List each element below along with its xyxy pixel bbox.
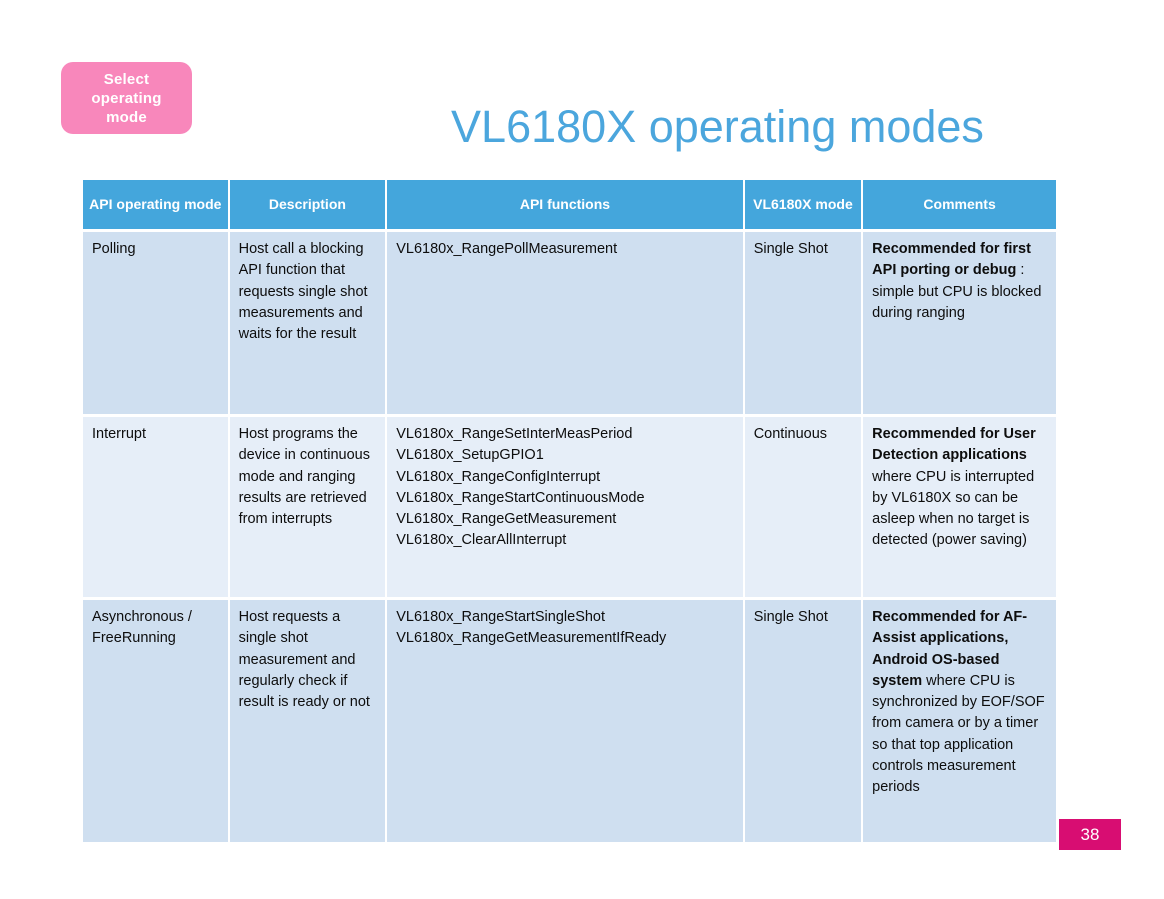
- cell-vl6180x-mode: Single Shot: [744, 232, 862, 414]
- comment-body: : simple but CPU is blocked during rangi…: [872, 262, 1042, 321]
- page-number-badge: 38: [1059, 819, 1121, 850]
- column-header-api-functions: API functions: [387, 180, 743, 229]
- cell-api-operating-mode: Polling: [83, 232, 228, 414]
- column-header-vl6180x-mode: VL6180X mode: [744, 180, 862, 229]
- cell-comments: Recommended for User Detection applicati…: [863, 417, 1056, 597]
- cell-vl6180x-mode: Single Shot: [744, 600, 862, 842]
- table-row: Asynchronous / FreeRunning Host requests…: [83, 600, 1056, 842]
- cell-comments: Recommended for AF-Assist applications, …: [863, 600, 1056, 842]
- api-function-name: VL6180x_RangeStartSingleShot: [396, 609, 606, 625]
- header-line-1: Comments: [923, 195, 996, 212]
- api-function-name: VL6180x_RangeConfigInterrupt: [396, 468, 601, 485]
- page-title: VL6180X operating modes: [451, 101, 984, 152]
- comment-emphasis: Recommended for first API porting or deb…: [872, 241, 1031, 279]
- cell-api-operating-mode: Asynchronous / FreeRunning: [83, 600, 228, 842]
- table-row: Interrupt Host programs the device in co…: [83, 417, 1056, 597]
- column-header-api-operating-mode: API operating mode: [83, 180, 228, 229]
- api-function-name: VL6180x_RangeSetInterMeasPeriod: [396, 426, 633, 442]
- column-header-description: Description: [229, 180, 386, 229]
- cell-api-operating-mode: Interrupt: [83, 417, 228, 597]
- operating-modes-table: API operating mode Description API funct…: [81, 177, 1058, 845]
- cell-description: Host call a blocking API function that r…: [229, 232, 386, 414]
- column-header-comments: Comments: [863, 180, 1056, 229]
- api-function-name: VL6180x_SetupGPIO1: [396, 447, 544, 464]
- cell-api-functions: VL6180x_RangePollMeasurement: [387, 232, 743, 414]
- header-line-1: Description: [268, 195, 346, 212]
- header-line-1: VL6180X: [753, 195, 812, 212]
- nav-tag-line-3: mode: [106, 108, 147, 126]
- nav-tag-select-operating-mode[interactable]: Select operating mode: [61, 62, 192, 134]
- comment-body: where CPU is interrupted by VL6180X so c…: [872, 468, 1035, 549]
- api-function-name: VL6180x_RangeStartContinuousMode: [396, 489, 645, 506]
- api-function-name: VL6180x_RangePollMeasurement: [396, 241, 618, 257]
- nav-tag-line-2: operating: [91, 89, 162, 107]
- api-function-name: VL6180x_RangeGetMeasurementIfReady: [396, 630, 667, 647]
- comment-body: where CPU is synchronized by EOF/SOF fro…: [872, 672, 1045, 796]
- api-function-name: VL6180x_RangeGetMeasurement: [396, 511, 617, 528]
- cell-description: Host programs the device in continuous m…: [229, 417, 386, 597]
- nav-tag-text: Select operating mode: [91, 70, 161, 127]
- header-line-2: mode: [184, 195, 222, 212]
- comment-emphasis: Recommended for AF-Assist applications, …: [872, 609, 1028, 689]
- comment-emphasis: Recommended for User Detection applicati…: [872, 426, 1036, 464]
- cell-vl6180x-mode: Continuous: [744, 417, 862, 597]
- header-line-1: API functions: [519, 195, 611, 212]
- cell-comments: Recommended for first API porting or deb…: [863, 232, 1056, 414]
- table-header-row: API operating mode Description API funct…: [83, 180, 1056, 229]
- nav-tag-line-1: Select: [103, 70, 150, 88]
- table-row: Polling Host call a blocking API functio…: [83, 232, 1056, 414]
- cell-description: Host requests a single shot measurement …: [229, 600, 386, 842]
- header-line-2: mode: [815, 195, 853, 212]
- api-function-name: VL6180x_ClearAllInterrupt: [396, 532, 567, 549]
- header-line-1: API operating: [89, 195, 181, 212]
